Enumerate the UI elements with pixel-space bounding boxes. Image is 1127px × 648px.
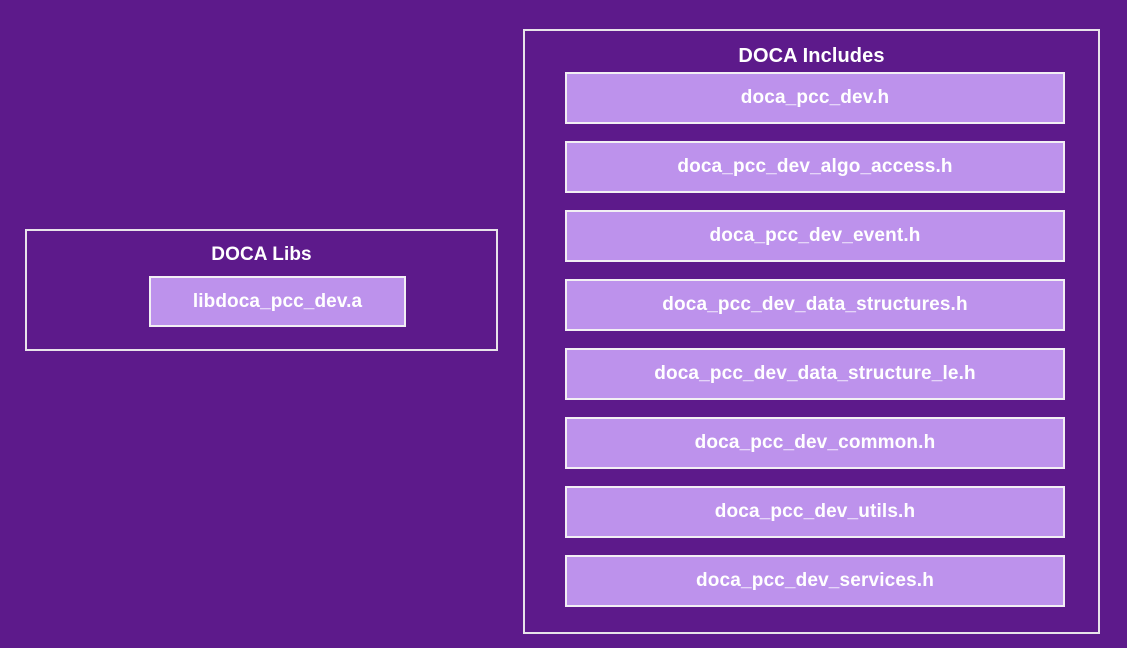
include-chip: doca_pcc_dev_services.h (565, 555, 1065, 607)
include-chip: doca_pcc_dev_algo_access.h (565, 141, 1065, 193)
include-chip-label: doca_pcc_dev.h (740, 87, 890, 108)
include-chip-list: doca_pcc_dev.h doca_pcc_dev_algo_access.… (565, 72, 1065, 607)
include-chip: doca_pcc_dev_utils.h (565, 486, 1065, 538)
include-chip-label: doca_pcc_dev_common.h (694, 432, 936, 453)
include-chip: doca_pcc_dev_data_structures.h (565, 279, 1065, 331)
doca-libs-panel: DOCA Libs libdoca_pcc_dev.a (25, 229, 498, 351)
library-chip-label: libdoca_pcc_dev.a (192, 290, 363, 312)
include-chip: doca_pcc_dev.h (565, 72, 1065, 124)
include-chip-label: doca_pcc_dev_event.h (709, 225, 921, 246)
doca-libs-title: DOCA Libs (211, 244, 312, 265)
doca-includes-title: DOCA Includes (738, 45, 885, 67)
include-chip: doca_pcc_dev_common.h (565, 417, 1065, 469)
include-chip-label: doca_pcc_dev_data_structure_le.h (654, 363, 976, 384)
doca-includes-panel: DOCA Includes doca_pcc_dev.h doca_pcc_de… (523, 29, 1100, 634)
include-chip-label: doca_pcc_dev_algo_access.h (677, 156, 953, 177)
include-chip-label: doca_pcc_dev_services.h (696, 570, 934, 591)
include-chip-label: doca_pcc_dev_data_structures.h (662, 294, 968, 315)
include-chip-label: doca_pcc_dev_utils.h (714, 501, 916, 522)
include-chip: doca_pcc_dev_event.h (565, 210, 1065, 262)
library-chip-libdoca-pcc-dev-a: libdoca_pcc_dev.a (149, 276, 406, 327)
include-chip: doca_pcc_dev_data_structure_le.h (565, 348, 1065, 400)
